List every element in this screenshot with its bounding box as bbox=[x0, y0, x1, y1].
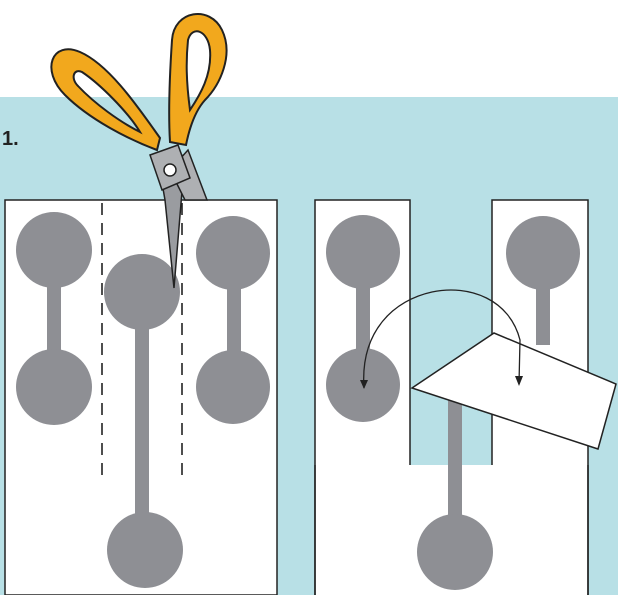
step-number-label: 1. bbox=[2, 128, 19, 151]
left-paper-strip bbox=[5, 200, 277, 595]
scissor-pivot bbox=[164, 164, 176, 176]
